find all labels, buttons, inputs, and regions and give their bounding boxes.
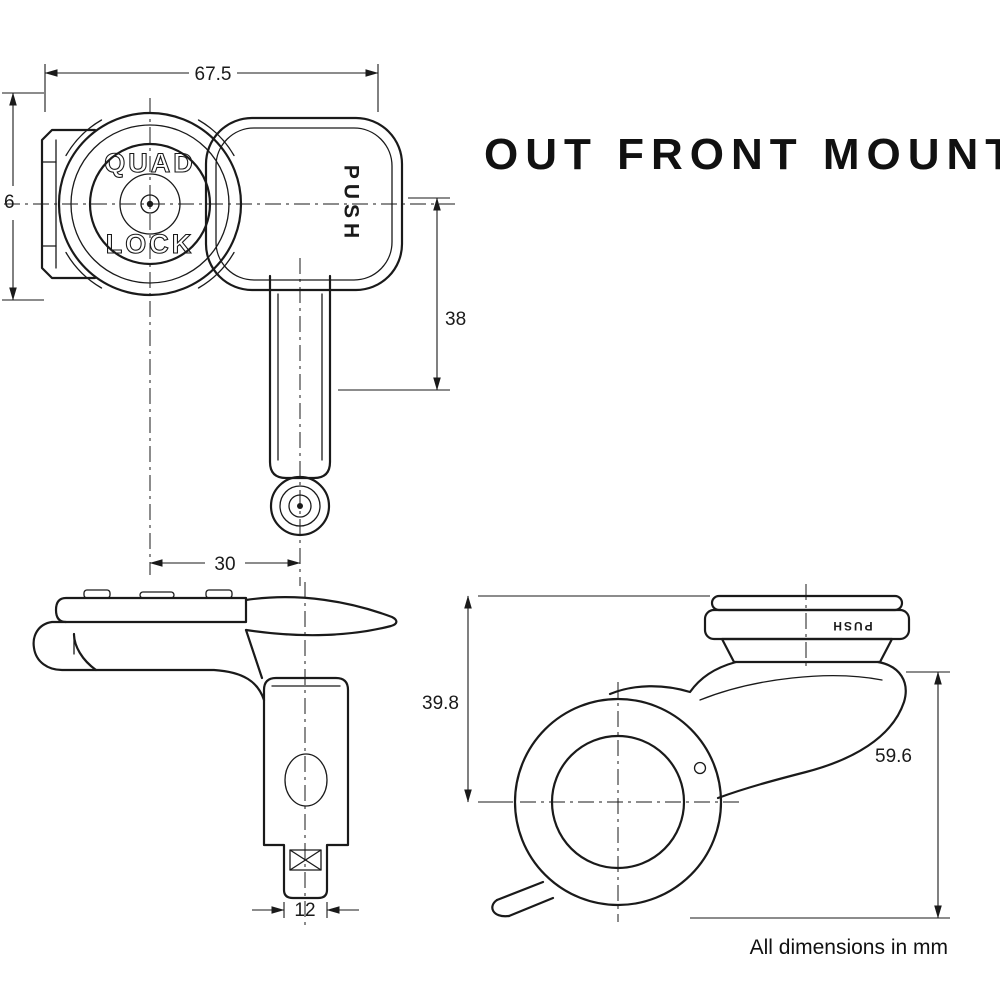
mount-arm-top — [204, 116, 404, 292]
pivot-joint — [269, 475, 331, 537]
brand-lock-label: LOCK — [106, 229, 195, 259]
side-view: 12 — [32, 582, 398, 928]
head-plate-side — [54, 589, 248, 624]
brand-quad-label: QUAD — [104, 148, 196, 178]
center-dot — [146, 200, 154, 208]
dim-overall-width: 67.5 — [44, 64, 379, 112]
mount-body-side — [73, 628, 266, 702]
push-label-side: PUSH — [831, 619, 872, 633]
push-label: PUSH — [340, 165, 363, 243]
bar-clamp-ring — [513, 697, 723, 907]
dim-centerline-to-arm: 38 — [338, 197, 466, 391]
svg-text:6: 6 — [4, 192, 15, 213]
svg-text:30: 30 — [214, 554, 235, 575]
svg-text:12: 12 — [294, 900, 315, 921]
quadlock-head-top — [57, 111, 243, 297]
quadlock-head-side — [703, 594, 911, 664]
svg-text:38: 38 — [445, 309, 466, 330]
mount-arm-front — [608, 660, 907, 800]
dim-clamp-width: 12 — [252, 900, 359, 921]
page-title: OUT FRONT MOUNT — [484, 130, 1000, 179]
front-hook — [32, 620, 98, 672]
top-view-centerlines — [4, 98, 458, 586]
left-clamp-tabs — [40, 128, 97, 280]
svg-text:39.8: 39.8 — [422, 693, 459, 714]
push-lever-side — [244, 596, 398, 637]
front-view: PUSH 39.8 — [422, 584, 950, 922]
dim-overall-height: 59.6 — [690, 671, 950, 919]
dim-left-partial: 6 — [2, 92, 44, 301]
dim-head-to-pivot: 30 — [149, 554, 301, 575]
top-view: PUSH QUAD LOCK — [2, 64, 466, 586]
units-note: All dimensions in mm — [749, 936, 948, 959]
front-view-centerlines — [520, 584, 807, 922]
svg-text:59.6: 59.6 — [875, 746, 912, 767]
dim-top-to-bar-center: 39.8 — [422, 595, 710, 803]
stem-clamp-side — [262, 676, 350, 900]
pinch-clamp — [491, 880, 555, 918]
svg-text:67.5: 67.5 — [195, 64, 232, 85]
